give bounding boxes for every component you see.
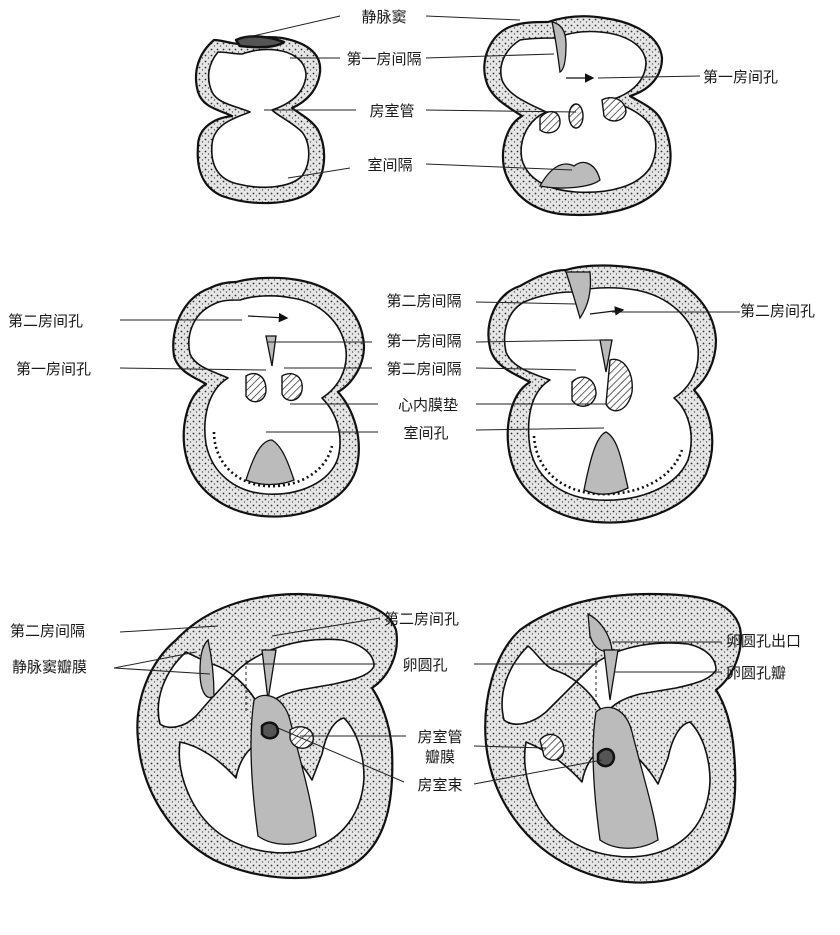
label-interventricular-septum: 室间隔 — [367, 156, 412, 174]
endocardial-cushion-shape — [540, 112, 560, 133]
label-septum-secundum-mid: 第二房间隔 — [386, 292, 461, 310]
label-sinus-venosus: 静脉窦 — [361, 8, 406, 26]
label-interventricular-foramen: 室间孔 — [403, 424, 448, 442]
label-foramen-primum: 第一房间孔 — [703, 68, 778, 86]
label-foramen-primum-mid: 第一房间孔 — [16, 360, 91, 378]
heart-stage-6 — [485, 594, 741, 883]
label-septum-secundum-bottom: 第二房间隔 — [10, 622, 85, 640]
label-foramen-secundum-right: 第二房间孔 — [740, 302, 815, 320]
endocardial-cushion-shape — [246, 374, 266, 402]
label-septum-secundum-mid2: 第二房间隔 — [386, 360, 461, 378]
cushion-center — [569, 104, 583, 128]
label-av-valve-line2: 瓣膜 — [425, 748, 455, 766]
label-foramen-secundum-bottom: 第二房间孔 — [384, 610, 459, 628]
av-valve-shape — [540, 734, 564, 760]
heart-stage-4 — [488, 266, 716, 523]
label-foramen-secundum-left: 第二房间孔 — [8, 312, 83, 330]
label-septum-primum: 第一房间隔 — [346, 50, 421, 68]
label-foramen-ovale-valve: 卵圆孔瓣 — [726, 664, 786, 682]
label-av-bundle: 房室束 — [417, 776, 462, 794]
av-bundle-shape — [598, 749, 614, 766]
label-septum-primum-mid: 第一房间隔 — [386, 332, 461, 350]
leader-sinus-right — [426, 16, 520, 20]
heart-stage-3 — [173, 278, 364, 517]
label-av-canal: 房室管 — [369, 102, 414, 120]
label-sinus-venosus-valve: 静脉窦瓣膜 — [12, 658, 87, 676]
endocardial-cushion-shape — [572, 377, 596, 406]
leader-sinus-left — [244, 16, 340, 38]
heart-stage-1 — [196, 36, 324, 203]
heart-stage-2 — [484, 16, 670, 215]
label-endocardial-cushion: 心内膜垫 — [398, 396, 458, 414]
label-foramen-ovale: 卵圆孔 — [402, 656, 447, 674]
av-bundle-shape — [262, 723, 278, 739]
endocardial-cushion-shape — [282, 374, 302, 401]
label-av-valve-line1: 房室管 — [417, 728, 462, 746]
label-foramen-ovale-exit: 卵圆孔出口 — [726, 632, 801, 650]
av-valve-shape — [290, 727, 313, 748]
